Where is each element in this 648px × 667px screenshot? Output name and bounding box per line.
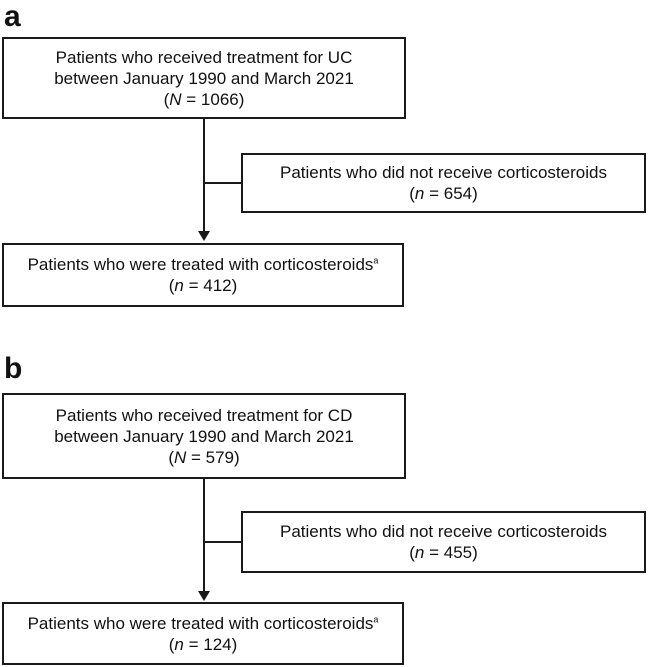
panel-b-side-line1: Patients who did not receive corticoster… <box>280 522 607 541</box>
panel-b-top-box: Patients who received treatment for CD b… <box>2 393 406 479</box>
panel-b-bottom-count: (n = 124) <box>168 634 238 654</box>
panel-a-bottom-count: (n = 412) <box>168 276 238 295</box>
panel-a-arrowhead <box>198 231 210 241</box>
panel-a-bottom-line1: Patients who were treated with corticost… <box>27 255 379 274</box>
panel-a-side-count: (n = 654) <box>409 184 478 203</box>
panel-b-bottom-box: Patients who were treated with corticost… <box>2 602 404 665</box>
panel-a-side-line1: Patients who did not receive corticoster… <box>280 163 607 182</box>
panel-b-bottom-line1: Patients who were treated with corticost… <box>27 613 379 633</box>
panel-a-top-box: Patients who received treatment for UC b… <box>2 37 406 119</box>
panel-label-a: a <box>4 0 21 33</box>
panel-b-arrowhead <box>198 591 210 601</box>
panel-label-b: b <box>4 352 23 385</box>
panel-b-top-line2: between January 1990 and March 2021 <box>54 426 354 446</box>
panel-a-side-connector <box>204 182 242 184</box>
panel-b-side-connector <box>204 541 242 543</box>
panel-b-side-count: (n = 455) <box>409 543 478 562</box>
panel-a-top-line1: Patients who received treatment for UC <box>55 47 353 67</box>
panel-b-top-count: (N = 579) <box>168 447 240 467</box>
panel-a-side-box: Patients who did not receive corticoster… <box>241 153 646 213</box>
panel-b-top-line1: Patients who received treatment for CD <box>55 405 353 425</box>
panel-a-top-line2: between January 1990 and March 2021 <box>54 68 354 88</box>
panel-a-main-connector <box>203 119 205 231</box>
panel-a-top-count: (N = 1066) <box>163 89 245 109</box>
panel-b-main-connector <box>203 479 205 591</box>
panel-b-side-box: Patients who did not receive corticoster… <box>241 511 646 573</box>
panel-a-bottom-box: Patients who were treated with corticost… <box>2 243 404 307</box>
